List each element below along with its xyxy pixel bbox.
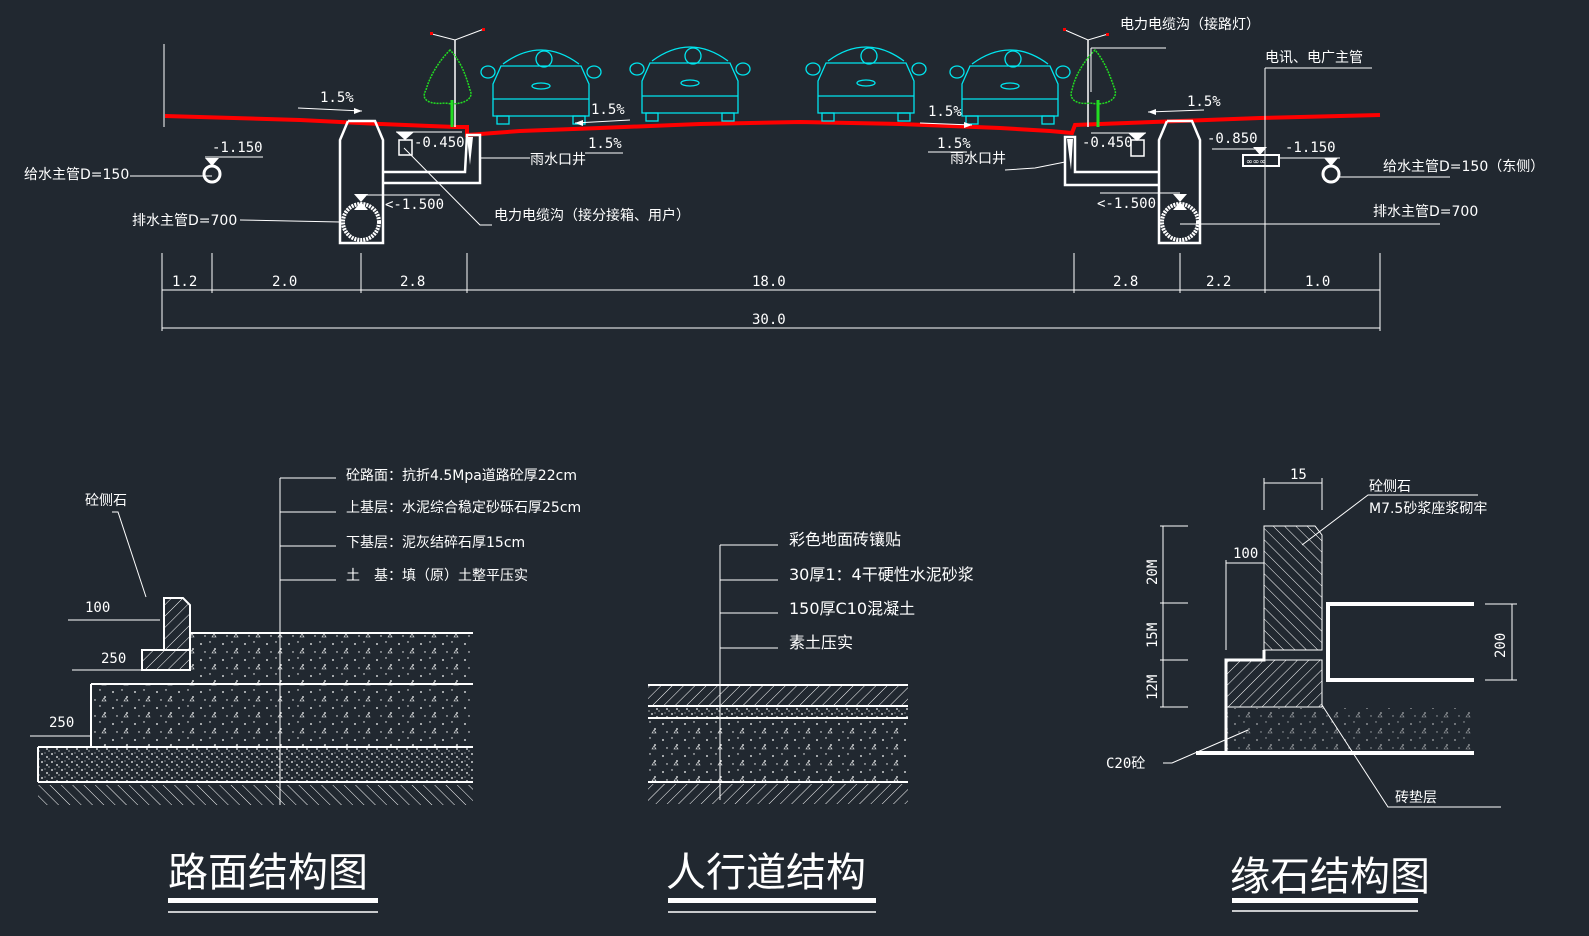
east-rain-inlet (1004, 135, 1159, 187)
pavement-title: 路面结构图 (168, 850, 368, 896)
east-drain-main-label: 排水主管D=700 (1373, 204, 1478, 220)
pavement-structure-diagram: 砼侧石 100 250 250 砼路面：抗折4.5Mpa道路砼厚22cm 上基层… (30, 468, 581, 913)
dimension-label: 2.2 (1206, 274, 1231, 290)
east-power-trench-label: 电力电缆沟（接路灯） (1120, 16, 1260, 33)
dimension-label: 2.8 (400, 274, 425, 290)
pavement-dim: 250 (49, 715, 74, 731)
east-water-main-label: 给水主管D=150（东侧） (1383, 159, 1544, 175)
west-rain-inlet-label: 雨水口井 (530, 152, 586, 168)
pavement-layer: 上基层：水泥综合稳定砂砾石厚25cm (346, 499, 581, 516)
curb-width-dim: 15 (1290, 467, 1307, 483)
east-drain-well (1100, 119, 1440, 245)
pavement-dim: 250 (101, 651, 126, 667)
east-power-trench-icon (1090, 47, 1166, 157)
slope-label: 1.5% (937, 136, 971, 152)
pavement-layer: 下基层：泥灰结碎石厚15cm (346, 534, 525, 551)
svg-text:∞∞∞: ∞∞∞ (1246, 157, 1266, 166)
west-water-main-label: 给水主管D=150 (24, 167, 129, 183)
car-icon (480, 49, 602, 125)
dimension-lines (161, 253, 1381, 331)
elevation-label: -0.450 (414, 135, 465, 151)
dimension-label: 18.0 (752, 274, 786, 290)
curb-offset-dim: 100 (1233, 546, 1258, 562)
pavement-curb-label: 砼侧石 (85, 493, 127, 509)
curb-structure-diagram: 15 100 20M 15M 12M 200 砼侧石 M7.5砂浆座浆砌牢 C2… (1106, 467, 1517, 912)
pavement-dim: 100 (85, 600, 110, 616)
tree-west-icon (423, 48, 472, 127)
west-power-trench-label: 电力电缆沟（接分接箱、用户） (494, 207, 690, 224)
dimension-label: 1.0 (1305, 274, 1330, 290)
curb-concrete-label: C20砼 (1106, 756, 1145, 772)
east-telecom-duct-icon: ∞∞∞ (1212, 67, 1372, 290)
street-lamp-east-icon (1063, 28, 1109, 127)
slope-arrows (297, 107, 1205, 154)
cross-section-labels: 1.5% 1.5% 1.5% 1.5% 1.5% 1.5% -1.150 -0.… (24, 16, 1544, 328)
west-drain-well (338, 119, 440, 245)
sidewalk-title: 人行道结构 (666, 850, 866, 896)
west-drain-leader (239, 219, 341, 223)
curb-height-dim: 15M (1145, 623, 1161, 648)
car-icon (629, 46, 751, 122)
road-surface-line (164, 113, 1381, 138)
tree-east-icon (1070, 48, 1117, 127)
curb-height-dim: 20M (1145, 560, 1161, 585)
car-icon (805, 46, 927, 122)
sidewalk-layer: 150厚C10混凝土 (789, 599, 915, 618)
curb-stone-label: 砼侧石 (1369, 479, 1411, 495)
curb-mortar-label: M7.5砂浆座浆砌牢 (1369, 501, 1487, 517)
slope-label: 1.5% (1187, 94, 1221, 110)
sidewalk-layer: 30厚1：4干硬性水泥砂浆 (789, 565, 974, 584)
curb-title: 缘石结构图 (1230, 854, 1430, 900)
road-cross-section: ∞∞∞ (130, 28, 1450, 331)
total-width-label: 30.0 (752, 312, 786, 328)
sidewalk-structure-diagram: 彩色地面砖镶贴 30厚1：4干硬性水泥砂浆 150厚C10混凝土 素土压实 人行… (648, 530, 974, 913)
west-water-main-icon (130, 156, 263, 184)
east-water-main-icon (1280, 157, 1450, 184)
elevation-label: -1.150 (1285, 140, 1336, 156)
elevation-label: -0.850 (1207, 131, 1258, 147)
slope-label: 1.5% (928, 104, 962, 120)
sidewalk-layer: 素土压实 (789, 633, 853, 652)
curb-brick-label: 砖垫层 (1395, 790, 1437, 806)
slope-label: 1.5% (591, 102, 625, 118)
elevation-label: <-1.500 (385, 197, 444, 213)
dimension-label: 1.2 (172, 274, 197, 290)
east-telecom-label: 电讯、电广主管 (1265, 50, 1363, 66)
curb-height-dim: 12M (1145, 675, 1161, 700)
pavement-layer: 砼路面：抗折4.5Mpa道路砼厚22cm (346, 468, 577, 484)
east-rain-inlet-label: 雨水口井 (950, 151, 1006, 167)
west-rain-inlet (383, 133, 530, 185)
slope-label: 1.5% (320, 90, 354, 106)
street-lamp-west-icon (430, 28, 485, 127)
west-drain-main-label: 排水主管D=700 (132, 213, 237, 229)
pavement-layer: 土 基：填（原）土整平压实 (346, 567, 528, 584)
curb-right-dim: 200 (1493, 633, 1509, 658)
slope-label: 1.5% (588, 136, 622, 152)
elevation-label: -1.150 (212, 140, 263, 156)
west-power-trench-icon (396, 131, 492, 226)
car-icon (949, 49, 1071, 125)
sidewalk-layer: 彩色地面砖镶贴 (789, 530, 901, 549)
elevation-label: -0.450 (1082, 135, 1133, 151)
dimension-label: 2.0 (272, 274, 297, 290)
elevation-label: <-1.500 (1097, 196, 1156, 212)
dimension-label: 2.8 (1113, 274, 1138, 290)
